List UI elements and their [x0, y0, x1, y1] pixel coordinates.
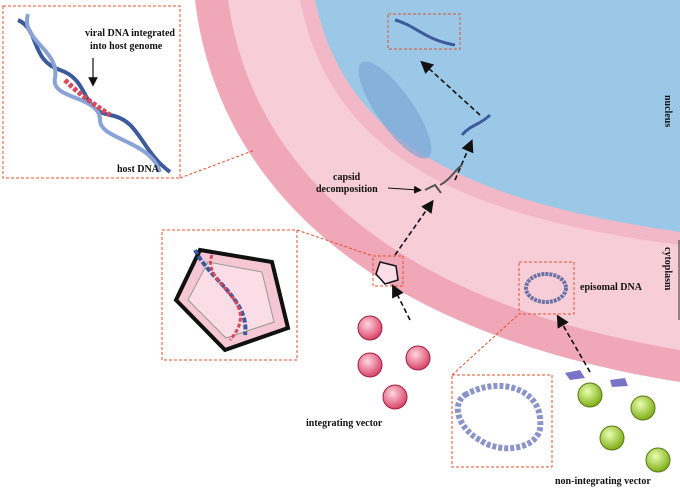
integrating-virus — [405, 345, 431, 371]
non-integrating-vectors — [577, 382, 671, 473]
label-cytoplasm: cytoplasm — [662, 247, 673, 291]
label-non-integrating-vector: non-integrating vector — [555, 476, 651, 487]
capsid-callout — [161, 229, 298, 361]
integrating-virus — [357, 315, 383, 341]
receptor — [565, 370, 585, 380]
capsid-zoom — [173, 247, 291, 353]
nucleolus — [358, 61, 432, 159]
receptor — [610, 378, 628, 387]
episomal-dna-small — [524, 272, 568, 304]
label-host-dna: host DNA — [117, 164, 160, 175]
integration-callout — [2, 5, 181, 179]
integrating-virus — [382, 384, 408, 410]
label-nucleus: nucleus — [662, 95, 673, 127]
pathway-arrow-pore — [454, 139, 474, 181]
label-viral-dna-2: into host genome — [90, 41, 163, 52]
non-integrating-virus — [630, 395, 656, 421]
pathway-arrow-to-nucleus — [394, 199, 434, 256]
integrated-dna-helix — [17, 13, 172, 174]
label-capsid: capsid — [333, 172, 361, 183]
decomposing-capsid — [424, 164, 463, 194]
small-capsid — [375, 261, 399, 285]
integrating-vectors — [357, 315, 431, 410]
integrating-virus — [357, 352, 383, 378]
label-capsid-2: decomposition — [316, 184, 378, 195]
episomal-dna-large — [454, 383, 544, 452]
capsid-pointer — [387, 185, 422, 194]
label-viral-dna: viral DNA integrated — [85, 28, 175, 39]
episomal-zoom-callout — [451, 374, 553, 468]
label-episomal-dna: episomal DNA — [580, 282, 643, 293]
pathway-arrow-integration — [420, 60, 481, 116]
non-integrating-virus — [645, 447, 671, 473]
nucleus-dna-callout — [387, 13, 461, 50]
non-integrating-virus — [599, 425, 625, 451]
pathway-arrow-episomal — [556, 314, 591, 373]
non-integrating-virus — [577, 382, 603, 408]
label-integrating-vector: integrating vector — [306, 418, 383, 429]
nucleus-region — [315, 0, 680, 232]
pathway-arrow-entry — [392, 284, 411, 321]
released-dna — [460, 113, 492, 136]
capsid-small-callout — [372, 255, 404, 287]
nucleus-dna — [394, 18, 456, 47]
episomal-callout — [518, 261, 575, 315]
